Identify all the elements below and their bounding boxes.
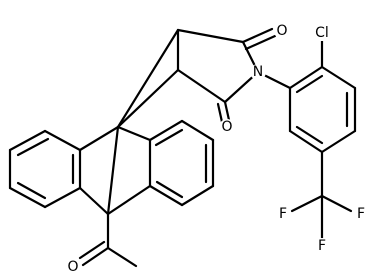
atom-label-o: O xyxy=(67,259,78,275)
bond xyxy=(155,180,184,199)
atom-label-o: O xyxy=(276,23,287,39)
atom-f-bottom: F xyxy=(314,238,330,254)
bond xyxy=(16,137,50,157)
bond xyxy=(241,27,274,44)
atom-f-right: F xyxy=(353,206,369,222)
atom-label-n: N xyxy=(253,64,263,80)
bond xyxy=(106,184,152,216)
atom-o-upper-carbonyl: O xyxy=(274,23,290,39)
atom-label-f: F xyxy=(318,238,326,254)
bond xyxy=(116,68,180,129)
bond xyxy=(295,74,324,94)
bond xyxy=(116,125,152,142)
bond xyxy=(176,68,227,104)
bond xyxy=(320,65,357,90)
bond xyxy=(8,186,47,209)
atom-label-cl: Cl xyxy=(315,25,329,41)
bond xyxy=(216,102,224,124)
bond xyxy=(180,184,215,207)
bond xyxy=(78,240,106,260)
bond xyxy=(81,246,110,267)
atom-n-imide: N xyxy=(250,64,266,80)
atom-o-acetyl: O xyxy=(65,259,81,275)
bond xyxy=(320,129,357,154)
bond xyxy=(244,34,277,51)
bond-layer xyxy=(8,27,357,268)
bond xyxy=(43,129,82,152)
atom-label-o: O xyxy=(221,119,232,135)
atom-f-left: F xyxy=(275,206,291,222)
bond xyxy=(288,65,324,90)
bond xyxy=(116,28,180,129)
bond xyxy=(43,186,82,209)
bond xyxy=(16,181,47,200)
bond xyxy=(176,28,245,44)
bond xyxy=(295,125,324,145)
bond xyxy=(106,125,120,216)
bond xyxy=(320,194,353,213)
bond xyxy=(78,186,110,216)
atom-label-layer: O O N Cl F F F O xyxy=(65,23,369,275)
atom-cl: Cl xyxy=(311,25,333,41)
bond xyxy=(223,100,231,122)
bond xyxy=(154,128,184,147)
bond xyxy=(148,119,184,142)
bond xyxy=(8,129,47,152)
bond xyxy=(78,125,120,152)
bond xyxy=(288,129,324,154)
bond xyxy=(148,184,184,207)
bond xyxy=(106,246,138,268)
bond xyxy=(180,119,215,142)
atom-label-f: F xyxy=(279,206,287,222)
atom-label-f: F xyxy=(357,206,365,222)
atom-o-lower-carbonyl: O xyxy=(219,119,235,135)
bond xyxy=(290,194,324,213)
